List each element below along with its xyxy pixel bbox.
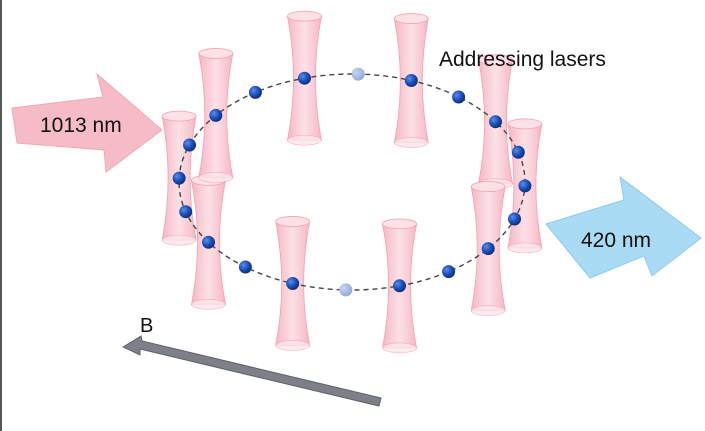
atom	[183, 138, 196, 152]
red-laser-arrow: 1013 nm	[11, 72, 163, 173]
addressing-laser-beams	[161, 10, 543, 354]
atom-ring	[178, 73, 526, 291]
atom	[511, 145, 525, 159]
atom	[518, 179, 532, 193]
beam-bottom-face	[394, 137, 429, 148]
beam-bottom-face	[191, 299, 226, 310]
beam-top-face	[507, 118, 543, 130]
magnetic-field-label: B	[140, 315, 153, 337]
blue-laser-arrow: 420 nm	[545, 175, 702, 279]
beam-bottom-face	[287, 134, 322, 146]
red-laser-arrow-shape	[11, 72, 163, 173]
beam-top-face	[382, 218, 417, 230]
atom	[351, 67, 365, 81]
beam-top-face	[470, 181, 506, 192]
atom	[238, 260, 252, 274]
atoms	[172, 67, 532, 297]
beam-top-face	[478, 54, 513, 66]
magnetic-field-arrow: B	[121, 315, 382, 407]
beam-top-face	[393, 13, 429, 24]
atom	[489, 115, 502, 129]
beam-bottom-face	[382, 342, 417, 354]
beam-top-face	[198, 48, 234, 59]
atom	[339, 283, 353, 297]
beam-bottom-face	[161, 234, 197, 246]
beam-top-face	[161, 110, 197, 122]
ring-path	[178, 73, 526, 291]
atom	[442, 265, 456, 279]
atom	[404, 74, 418, 87]
magnetic-field-arrow-shape	[121, 335, 382, 407]
beam-bottom-face	[507, 242, 543, 254]
beam-bottom-face	[275, 340, 310, 351]
beam-bottom-face	[198, 172, 234, 183]
blue-laser-label: 420 nm	[581, 229, 651, 252]
atom	[508, 212, 521, 226]
beam-top-face	[287, 10, 322, 22]
atom	[248, 85, 262, 99]
atom	[481, 242, 495, 256]
atom	[393, 279, 406, 293]
beam-bottom-face	[470, 305, 506, 316]
blue-laser-arrow-shape	[545, 175, 702, 279]
atom	[209, 108, 223, 122]
atom	[286, 277, 300, 290]
atom	[179, 205, 193, 219]
addressing-lasers-label: Addressing lasers	[439, 48, 606, 71]
red-laser-label: 1013 nm	[40, 114, 122, 137]
beam-top-face	[275, 216, 311, 227]
atom	[202, 235, 215, 249]
atom	[298, 71, 311, 85]
atom	[172, 171, 186, 185]
atom	[452, 90, 466, 104]
